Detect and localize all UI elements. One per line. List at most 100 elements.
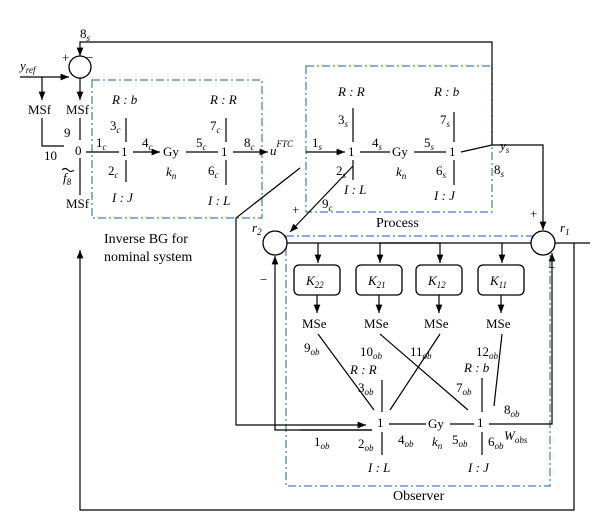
bond-10-label: 10: [44, 148, 57, 163]
bond-2ob-label: 2ob: [358, 436, 374, 453]
zero-junction: 0: [75, 143, 82, 158]
bond-8ob: [489, 252, 556, 425]
bond-8ob-label: 8ob: [504, 402, 520, 419]
bond-1ob-label: 1ob: [314, 434, 330, 451]
gyrator-c: Gy: [163, 144, 179, 159]
observer-to-msf-feedback: [76, 247, 575, 511]
r2-label: r2: [252, 220, 262, 237]
bond-6c-label: 6c: [208, 163, 219, 180]
f8-label: f8: [63, 170, 72, 187]
mse-source-3: MSe: [424, 316, 449, 331]
bond-8c-label: 8c: [244, 135, 255, 152]
gain-k11-label: K11: [489, 273, 507, 290]
one-junction-s1: 1: [348, 144, 355, 159]
r-r-element-s: R : R: [337, 84, 365, 99]
mse-source-1: MSe: [302, 316, 327, 331]
one-junction-c1: 1: [121, 144, 128, 159]
msf-source-left: MSf: [28, 102, 52, 117]
r-b-element-c: R : b: [111, 92, 138, 107]
bond-3ob-label: 3ob: [358, 380, 374, 397]
bond-5ob-label: 5ob: [452, 432, 468, 449]
y-ref-label: yref: [18, 58, 37, 75]
bond-4ob-label: 4ob: [398, 432, 414, 449]
bond-1s-label: 1s: [312, 135, 323, 152]
msf-source-bottom: MSf: [66, 196, 90, 211]
inverse-bg-region: [91, 79, 263, 219]
r-r-element-c: R : R: [209, 92, 237, 107]
r1-label: r1: [560, 220, 570, 237]
bond-7c-label: 7c: [210, 118, 221, 135]
bond-3c-label: 3c: [110, 118, 121, 135]
bond-9ob-label: 9ob: [304, 340, 320, 357]
bond-4s-label: 4s: [372, 135, 383, 152]
bond-10ob: [379, 333, 469, 411]
bond-9-label: 9: [64, 125, 71, 140]
one-junction-c2: 1: [221, 144, 228, 159]
f8-tilde: [61, 167, 75, 173]
i-l-element-s: I : L: [343, 182, 366, 197]
gyrator-c-modulus: kn: [166, 164, 177, 181]
one-junction-s2: 1: [449, 144, 456, 159]
gain-k21-label: K21: [367, 273, 386, 290]
y-ref-plus-sign: +: [62, 50, 69, 65]
gyrator-s: Gy: [392, 144, 408, 159]
mse-source-2: MSe: [364, 316, 389, 331]
bond-7ob-label: 7ob: [456, 380, 472, 397]
gyrator-ob: Gy: [428, 416, 444, 431]
bond-10: [41, 118, 64, 147]
one-junction-ob2: 1: [477, 415, 484, 430]
process-caption: Process: [376, 216, 419, 231]
bond-3s-label: 3s: [338, 112, 349, 129]
ys-output-line: [460, 144, 547, 230]
gyrator-s-modulus: kn: [396, 164, 407, 181]
observer-to-r2-line: [271, 255, 372, 431]
bond-10ob-label: 10ob: [360, 344, 383, 361]
bond-1c-label: 1c: [96, 135, 107, 152]
bond-5c-label: 5c: [196, 135, 207, 152]
u-to-observer-line: [235, 167, 366, 429]
y-ref-minus-sign: −: [86, 50, 93, 65]
r2-plus-sign: +: [292, 202, 299, 217]
gain-k12-label: K12: [427, 273, 446, 290]
r1-to-k21: [376, 242, 502, 263]
inverse-bg-caption-line2: nominal system: [104, 250, 192, 265]
bond-11ob-label: 11ob: [410, 344, 432, 361]
inverse-bg-caption-line1: Inverse BG for: [104, 232, 188, 247]
i-l-element-c: I : L: [207, 193, 230, 208]
one-junction-ob1: 1: [377, 415, 384, 430]
r-b-element-s: R : b: [433, 84, 460, 99]
bond-4c-label: 4c: [142, 135, 153, 152]
bond-8s-label: 8s: [494, 162, 505, 179]
mse-source-4: MSe: [486, 316, 511, 331]
process-region: [305, 65, 493, 213]
bond-12ob-label: 12ob: [476, 344, 499, 361]
bond-2c-label: 2c: [108, 163, 119, 180]
r2-to-k22: [287, 242, 322, 263]
ys-feedback-loop: [76, 41, 493, 145]
bond-9c-label: 9c: [322, 196, 333, 213]
msf-source-center: MSf: [66, 102, 90, 117]
r1-to-k11: [498, 242, 531, 263]
bond-8s-top-label: 8s: [80, 26, 91, 43]
r2-to-k12: [318, 242, 444, 263]
r2-minus-sign: −: [260, 272, 267, 287]
bond-7s-label: 7s: [440, 112, 451, 129]
w-obs-label: Wobs: [504, 428, 528, 445]
bond-9ob: [317, 333, 375, 411]
observer-caption: Observer: [393, 489, 445, 504]
bond-9c: [289, 165, 354, 233]
residual-sum-r1: [530, 230, 556, 256]
r-b-element-ob: R : b: [463, 360, 490, 375]
bond-12ob: [493, 333, 503, 407]
i-j-element-s: I : J: [433, 188, 456, 203]
i-l-element-ob: I : L: [367, 460, 390, 475]
bond-5s-label: 5s: [424, 135, 435, 152]
observer-region: [285, 235, 551, 487]
bond-11ob: [389, 333, 441, 411]
r-r-element-ob: R : R: [349, 362, 377, 377]
residual-sum-r2: [262, 230, 288, 256]
ys-label: ys: [498, 138, 510, 155]
gyrator-ob-modulus: kn: [432, 434, 443, 451]
u-ftc-label: uFTC: [270, 139, 294, 158]
